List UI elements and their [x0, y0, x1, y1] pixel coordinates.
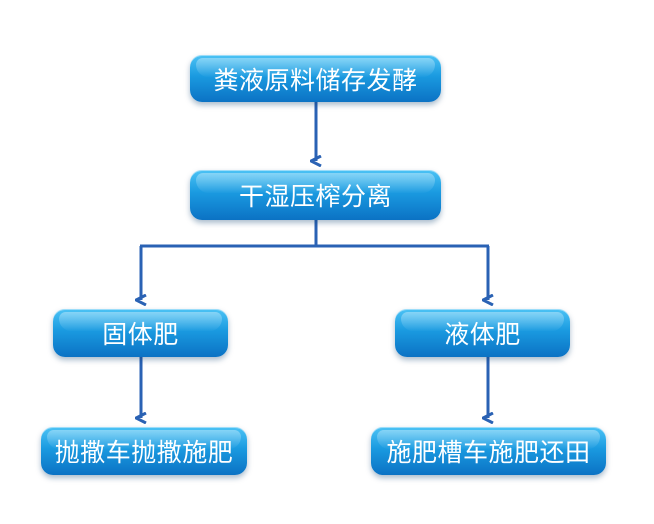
node-spreader-fertilizing: 抛撒车抛撒施肥	[41, 427, 247, 475]
node-liquid-fertilizer: 液体肥	[395, 309, 570, 357]
node-label: 液体肥	[444, 320, 521, 349]
node-tanker-field-return: 施肥槽车施肥还田	[371, 427, 606, 475]
node-label: 粪液原料储存发酵	[213, 65, 418, 95]
node-label: 抛撒车抛撒施肥	[54, 438, 234, 467]
node-label: 固体肥	[102, 320, 179, 349]
node-solid-fertilizer: 固体肥	[53, 309, 228, 357]
node-label: 施肥槽车施肥还田	[386, 438, 591, 467]
node-manure-storage-fermentation: 粪液原料储存发酵	[190, 55, 441, 102]
node-label: 干湿压榨分离	[238, 182, 392, 211]
node-dry-wet-separation: 干湿压榨分离	[190, 170, 441, 220]
